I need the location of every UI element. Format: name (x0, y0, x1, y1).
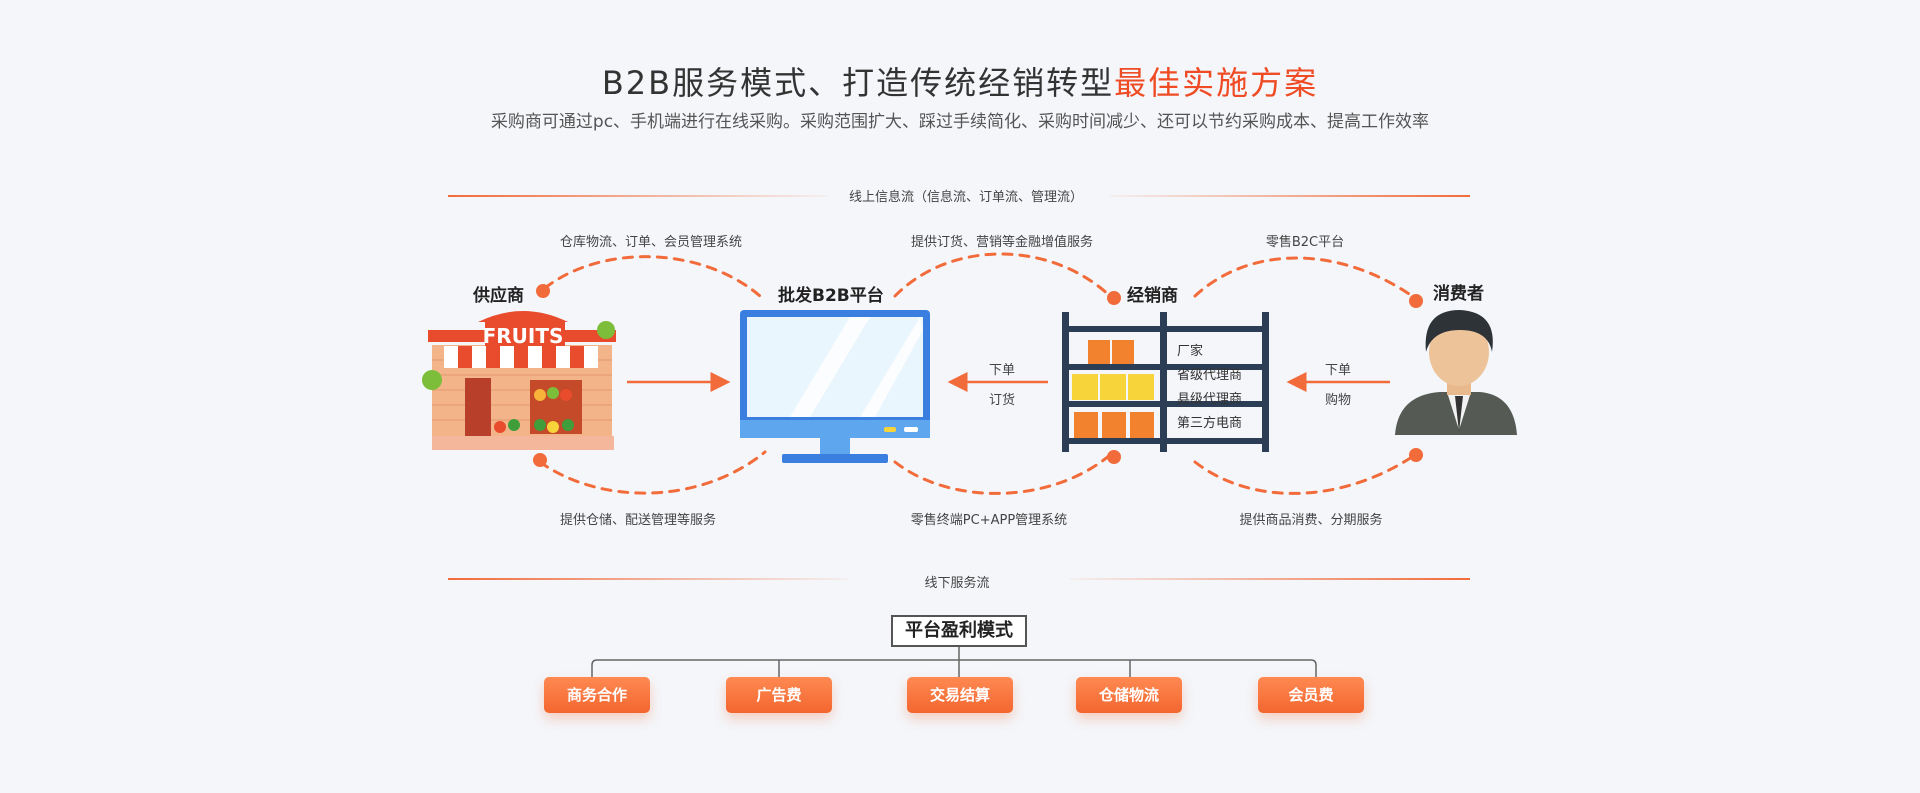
node-supplier: 供应商 (473, 286, 524, 306)
warehouse-shelf-icon (1062, 312, 1269, 452)
offline-divider-left (448, 578, 848, 580)
arc-top-1 (543, 255, 762, 298)
distributor-type-2: 省级代理商 (1177, 368, 1243, 383)
profit-model-title: 平台盈利模式 (891, 615, 1027, 647)
online-flow-label: 线上信息流（信息流、订单流、管理流） (848, 190, 1084, 205)
distributor-type-4: 第三方电商 (1177, 416, 1243, 431)
tree-bracket (591, 659, 1317, 677)
node-consumer: 消费者 (1433, 284, 1484, 304)
profit-item-warehouse-logistics[interactable]: 仓储物流 (1076, 677, 1182, 713)
dot-distributor-bottom (1107, 450, 1121, 464)
node-platform: 批发B2B平台 (778, 286, 884, 306)
page-title: B2B服务模式、打造传统经销转型最佳实施方案 (0, 58, 1920, 104)
distributor-type-1: 厂家 (1177, 344, 1204, 359)
title-highlight: 最佳实施方案 (1114, 64, 1319, 102)
online-divider-left (448, 195, 828, 197)
distributor-type-3: 县级代理商 (1177, 392, 1243, 407)
bottom-arc-label-3: 提供商品消费、分期服务 (1239, 513, 1383, 528)
offline-flow-label: 线下服务流 (924, 576, 990, 591)
arrow-label-order-goods: 订货 (988, 393, 1016, 408)
bottom-arc-label-2: 零售终端PC+APP管理系统 (910, 513, 1068, 528)
fruit-store-icon (422, 311, 616, 450)
monitor-icon (740, 310, 930, 463)
arc-top-2 (893, 252, 1112, 298)
dot-consumer-top (1409, 294, 1423, 308)
arc-bottom-1 (538, 450, 767, 495)
profit-item-business-cooperation[interactable]: 商务合作 (544, 677, 650, 713)
profit-item-transaction-settlement[interactable]: 交易结算 (907, 677, 1013, 713)
arrow-label-order-2: 下单 (1324, 363, 1352, 378)
offline-divider-right (1070, 578, 1470, 580)
top-arc-label-1: 仓库物流、订单、会员管理系统 (559, 235, 743, 250)
arc-bottom-2 (893, 453, 1112, 495)
arc-top-3 (1193, 256, 1417, 300)
node-distributor: 经销商 (1127, 286, 1178, 306)
top-arc-label-3: 零售B2C平台 (1265, 235, 1345, 250)
online-divider-right (1110, 195, 1470, 197)
profit-item-ad-fee[interactable]: 广告费 (726, 677, 832, 713)
store-sign: FRUITS (482, 324, 564, 348)
dot-distributor-top (1107, 291, 1121, 305)
arc-bottom-3 (1193, 453, 1417, 495)
top-arc-label-2: 提供订货、营销等金融增值服务 (910, 235, 1094, 250)
arrow-label-shopping: 购物 (1324, 393, 1352, 408)
page-subtitle: 采购商可通过pc、手机端进行在线采购。采购范围扩大、踩过手续简化、采购时间减少、… (490, 112, 1430, 132)
dot-supplier-top (536, 284, 550, 298)
dot-consumer-bottom (1409, 448, 1423, 462)
consumer-avatar-icon (1395, 310, 1517, 435)
title-main: B2B服务模式、打造传统经销转型 (601, 64, 1115, 102)
profit-item-membership-fee[interactable]: 会员费 (1258, 677, 1364, 713)
arrow-label-order-1: 下单 (988, 363, 1016, 378)
dot-supplier-bottom (533, 453, 547, 467)
bottom-arc-label-1: 提供仓储、配送管理等服务 (559, 513, 717, 528)
